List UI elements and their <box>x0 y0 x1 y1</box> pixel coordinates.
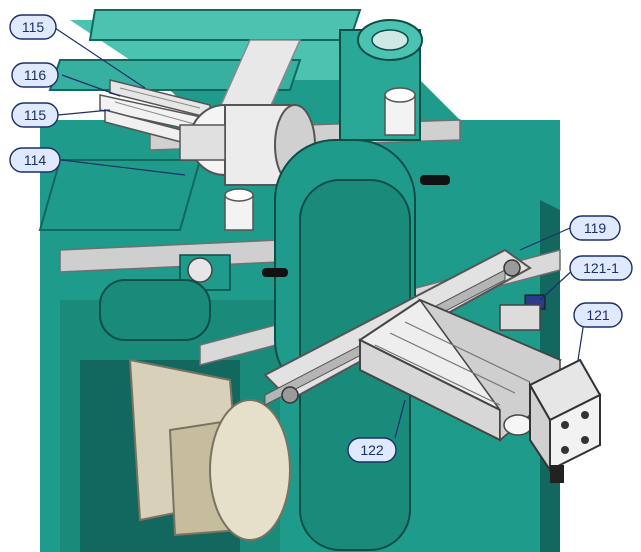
callout-114: 114 <box>9 147 61 173</box>
callout-label: 115 <box>22 19 45 35</box>
callout-label: 116 <box>24 67 47 83</box>
motor-housing <box>128 358 291 541</box>
callout-label: 121 <box>586 307 610 323</box>
cylinder-end-cap <box>528 358 602 483</box>
clamp-cluster <box>99 254 231 341</box>
callouts: 115 116 115 114 119 121-1 121 122 <box>9 14 633 463</box>
callout-label: 121-1 <box>583 260 619 276</box>
callout-122: 122 <box>347 437 397 463</box>
callout-115-top: 115 <box>9 14 57 40</box>
callout-label: 115 <box>24 107 47 123</box>
leader-lines <box>54 27 586 439</box>
callout-121: 121 <box>573 302 623 328</box>
callout-119: 119 <box>569 215 621 241</box>
lever-handles <box>262 175 450 277</box>
callout-label: 114 <box>24 152 47 168</box>
air-fitting <box>499 294 546 331</box>
callout-label: 122 <box>360 442 384 458</box>
pillar-caps <box>224 87 416 231</box>
callout-115-bottom: 115 <box>11 102 59 128</box>
callout-label: 119 <box>584 220 607 236</box>
drill-bits <box>99 79 216 148</box>
callout-116: 116 <box>11 62 59 88</box>
callout-121-1: 121-1 <box>569 255 633 281</box>
